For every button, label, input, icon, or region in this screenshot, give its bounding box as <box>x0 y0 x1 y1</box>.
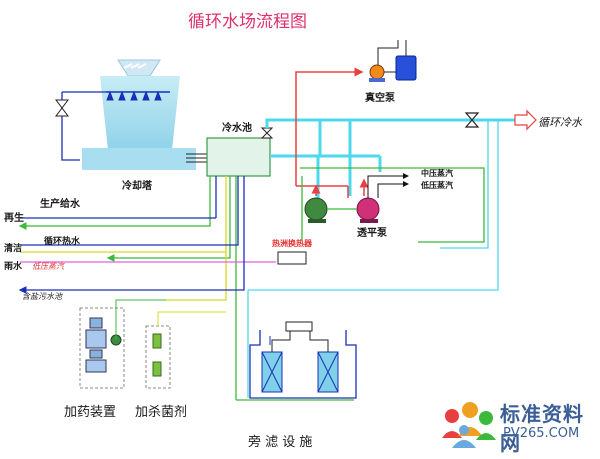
page-title: 循环水场流程图 <box>188 12 307 32</box>
dosing-device <box>79 299 166 389</box>
green-pipes <box>18 167 485 400</box>
watermark-url: PV265.COM <box>503 426 580 441</box>
circulating-hot-water-label: 循环热水 <box>44 237 81 247</box>
yellow-pipes <box>20 176 227 301</box>
tower-inlet-pipe <box>55 91 106 161</box>
cold-water-main-pipe <box>265 118 522 200</box>
biocide-device <box>145 311 226 389</box>
vacuum-pump-label: 真空泵 <box>365 93 395 104</box>
low-pressure-steam-left-label: 低压蒸汽 <box>32 262 64 271</box>
cooling-tower <box>82 59 196 170</box>
rain-water-label: 雨水 <box>4 262 23 272</box>
heat-exchanger-box <box>277 251 307 265</box>
pool-valve <box>260 127 274 139</box>
recycle-label: 再生 <box>4 213 24 224</box>
makeup-water-label: 生产给水 <box>40 199 80 210</box>
blue-pipes <box>18 176 245 294</box>
circulating-cold-water-label: 循环冷水 <box>538 116 582 129</box>
watermark-logo-icon <box>442 402 496 448</box>
side-filter <box>236 321 357 401</box>
dosing-device-label: 加药装置 <box>64 405 117 420</box>
salty-sewage-label: 含盐污水池 <box>22 292 62 301</box>
biocide-label: 加杀菌剂 <box>135 405 188 420</box>
mid-pressure-steam-label: 中压蒸汽 <box>421 169 453 178</box>
steam-lines <box>367 173 409 198</box>
outlet-arrow <box>514 109 537 131</box>
main-valve <box>464 112 480 128</box>
heat-exchanger-label: 热洲换热器 <box>272 239 312 248</box>
low-pressure-steam-right-label: 低压蒸汽 <box>421 181 453 190</box>
clean-label: 清洁 <box>4 244 23 254</box>
cold-pool <box>206 137 271 177</box>
vacuum-pump <box>369 40 417 82</box>
side-filter-label: 旁 滤 设 施 <box>248 435 313 450</box>
cooling-tower-label: 冷却塔 <box>122 181 152 192</box>
red-pipes <box>295 67 369 198</box>
pump-green <box>304 197 328 223</box>
turbine-pump-label: 透平泵 <box>357 228 387 239</box>
turbine-pump <box>356 197 380 223</box>
cold-pool-label: 冷水池 <box>222 123 252 134</box>
watermark-text: 标准资料网 <box>500 402 584 455</box>
cyan-return-lines <box>247 120 499 398</box>
